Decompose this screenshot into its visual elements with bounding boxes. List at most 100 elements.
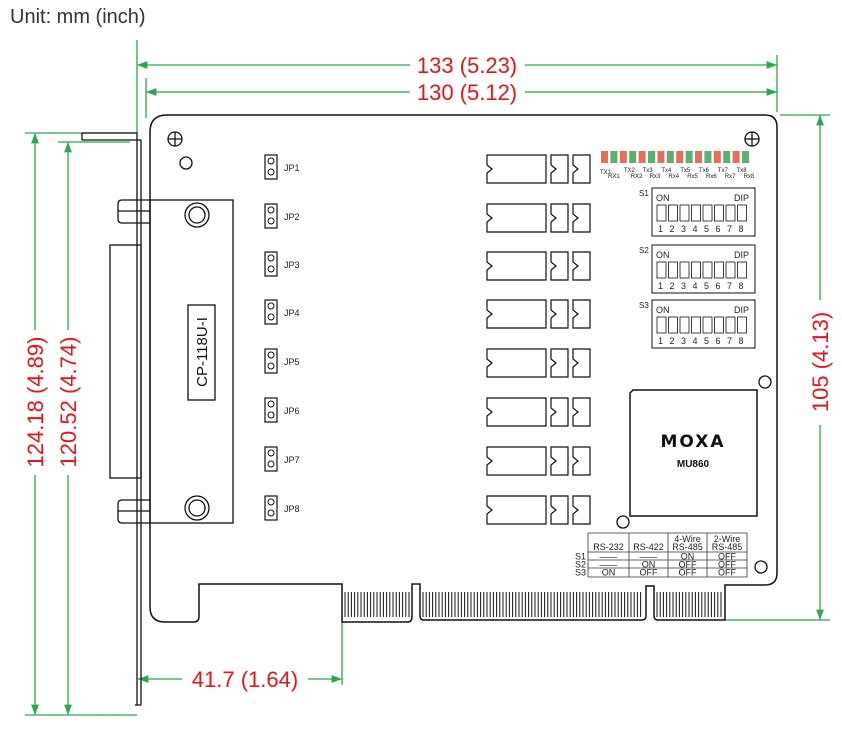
table-cell: ON [681,552,695,562]
rx-label: Rx5 [687,174,698,180]
dip-toggle [691,261,701,279]
dip-number: 7 [727,281,732,291]
rx-label: RX1 [608,174,620,180]
dip-number: 4 [693,224,698,234]
port-chip-row [486,154,591,184]
tx-led [676,151,684,163]
dim-board-width: 130 (5.12) [417,80,517,105]
jumper-pin [267,254,275,262]
tx-label: Tx3 [643,168,654,174]
rx-led [723,151,731,163]
small-chip [572,154,591,184]
small-chip [550,348,569,378]
dip-on-label: ON [656,305,670,315]
driver-chip [486,251,547,281]
table-row-label: S2 [575,560,586,570]
tx-label: Tx8 [737,168,748,174]
table-header: RS-485 [672,542,703,552]
dip-toggle [668,204,678,222]
dip-number: 7 [727,336,732,346]
rx-label: RX2 [631,174,643,180]
rx-led [648,151,655,163]
port-chip-row [486,203,591,233]
unit-label: Unit: mm (inch) [10,6,146,28]
dimension-lines [25,40,830,716]
jumper-pin [267,157,275,165]
jumper-label: JP6 [284,406,300,416]
table-cell: —— [600,560,618,570]
rx-led [629,151,637,163]
dip-number: 2 [670,224,675,234]
dip-toggle [702,204,713,222]
jumper-block [264,299,278,325]
port-chip-row [486,251,591,281]
jumper-1: JP1 [264,154,300,180]
dim-board-height: 105 (4.13) [808,312,833,412]
dip-number: 5 [704,281,709,291]
rx-led [685,151,693,163]
dip-toggle [702,261,713,279]
driver-chip [486,299,547,329]
tx-label: TX2 [624,168,636,174]
tx-label: Tx4 [661,168,672,174]
tx-led [695,151,702,163]
small-chip [572,203,591,233]
dip-number: 4 [693,281,698,291]
port-chip-row [486,446,591,476]
tx-led [713,151,721,163]
jumper-pin [267,509,275,517]
jumper-label: JP7 [284,455,300,465]
dip-toggle [725,261,736,279]
dip-toggle [691,316,701,334]
table-cell: OFF [679,568,697,578]
chip-model: MU860 [677,459,710,470]
mounting-holes [167,131,772,574]
jumper-pin [267,411,275,419]
dip-number: 3 [681,336,686,346]
dip-toggle [725,316,736,334]
jumper-pin [267,351,275,359]
jumper-pin [267,460,275,468]
dip-number: 4 [693,336,698,346]
rx-led [742,151,749,163]
table-header: RS-485 [712,542,743,552]
table-cell: OFF [718,568,736,578]
dip-number: 6 [716,281,721,291]
dip-toggle [656,204,667,222]
jumper-7: JP7 [264,446,300,472]
jumper-label: JP5 [284,357,300,367]
dip-toggle [656,261,667,279]
jumper-block [264,348,278,374]
tx-led [638,151,646,163]
jumper-block [264,154,278,180]
jumper-pin [267,498,275,506]
chip-brand: MOXA [660,432,725,452]
dip-toggle [656,316,667,334]
driver-chip [486,203,547,233]
driver-chip [486,348,547,378]
small-chip [572,495,591,525]
tx-label: Tx7 [718,168,729,174]
dip-name: S3 [639,301,649,310]
small-chip [572,446,591,476]
jumper-pin [267,400,275,408]
table-cell: OFF [718,552,736,562]
dip-number: 6 [716,336,721,346]
dim-overall-width: 133 (5.23) [417,53,517,78]
table-cell: OFF [679,560,697,570]
small-chip [550,251,569,281]
jumper-label: JP4 [284,308,300,318]
dim-connector-offset: 41.7 (1.64) [192,667,298,692]
table-row-label: S3 [575,568,586,578]
rx-led [610,151,618,163]
bracket-label: CP-118U-I [194,317,211,387]
dip-number: 3 [681,281,686,291]
jumper-pin [267,313,275,321]
jumper-pin [267,302,275,310]
table-cell: —— [640,552,658,562]
dip-toggle [725,204,736,222]
rx-label: Rx8 [744,174,755,180]
small-chip [550,154,569,184]
dip-number: 1 [658,336,663,346]
